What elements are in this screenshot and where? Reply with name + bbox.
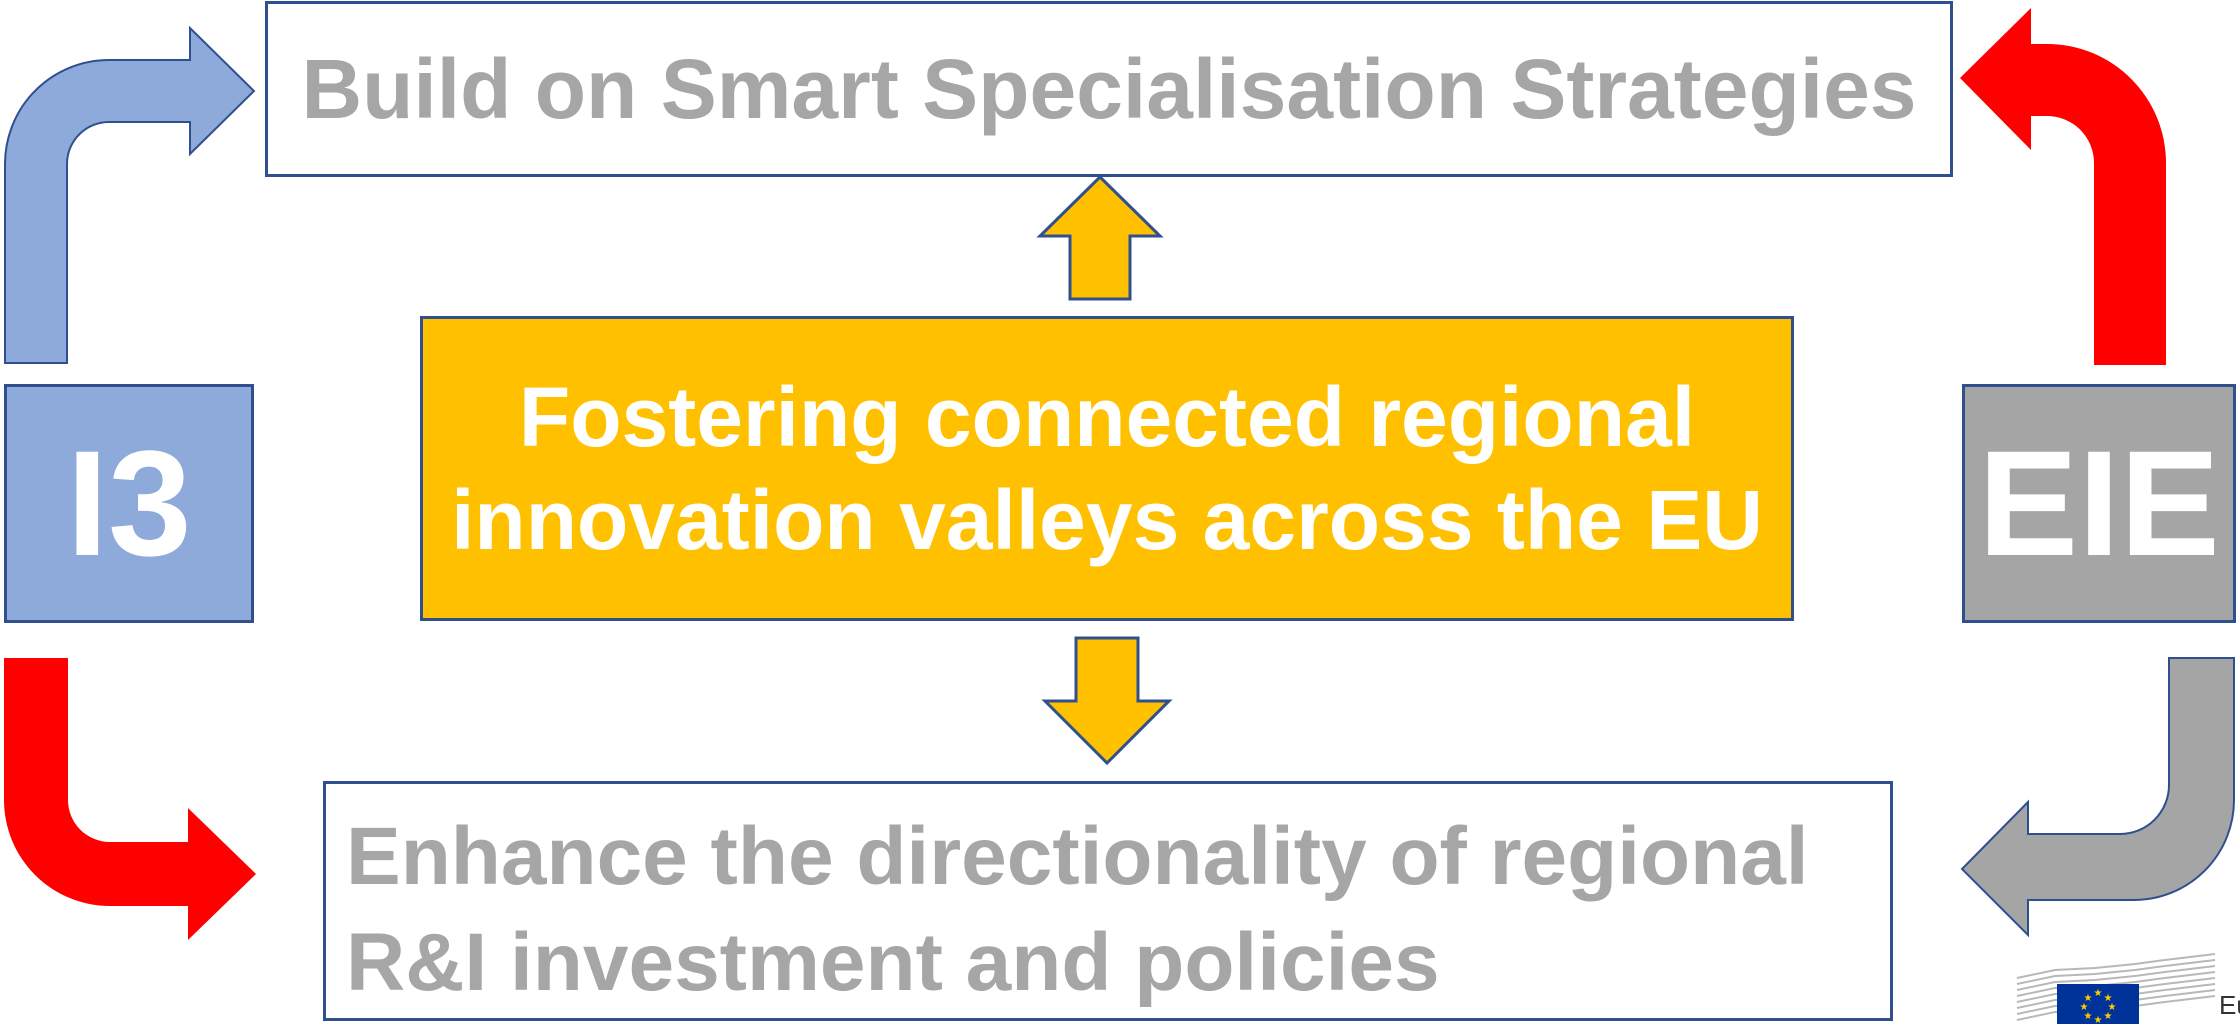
- svg-text:★: ★: [2104, 993, 2113, 1004]
- innovation-valleys-box: Fostering connected regional innovation …: [420, 316, 1794, 621]
- smart-specialisation-text: Build on Smart Specialisation Strategies: [301, 41, 1917, 136]
- innovation-valleys-line-1: Fostering connected regional: [518, 369, 1696, 464]
- svg-text:★: ★: [2108, 1002, 2117, 1013]
- directionality-line-1: Enhance the directionality of regional: [346, 811, 1809, 902]
- eie-label: EIE: [1978, 419, 2220, 587]
- svg-text:★: ★: [2084, 993, 2093, 1004]
- svg-text:★: ★: [2080, 1002, 2089, 1013]
- svg-text:★: ★: [2094, 988, 2103, 999]
- red-down-right-arrow: [4, 658, 256, 940]
- directionality-box: Enhance the directionality of regional R…: [323, 781, 1893, 1021]
- svg-text:★: ★: [2084, 1011, 2093, 1022]
- directionality-line-2: R&I investment and policies: [346, 917, 1440, 1008]
- eie-box: EIE: [1962, 384, 2236, 623]
- logo-text: Eu: [2219, 990, 2240, 1020]
- european-commission-logo: ★ ★ ★ ★ ★ ★ ★ ★: [2016, 953, 2216, 1024]
- innovation-valleys-line-2: innovation valleys across the EU: [451, 472, 1763, 567]
- svg-text:★: ★: [2094, 1015, 2103, 1024]
- yellow-down-arrow: [1041, 636, 1173, 766]
- i3-box: I3: [4, 384, 254, 623]
- svg-text:★: ★: [2104, 1011, 2113, 1022]
- i3-label: I3: [66, 419, 192, 587]
- smart-specialisation-box: Build on Smart Specialisation Strategies: [265, 1, 1953, 177]
- red-up-left-arrow: [1960, 8, 2166, 365]
- grey-down-left-arrow: [1960, 657, 2235, 938]
- yellow-up-arrow: [1036, 174, 1164, 301]
- blue-up-right-arrow: [4, 25, 256, 364]
